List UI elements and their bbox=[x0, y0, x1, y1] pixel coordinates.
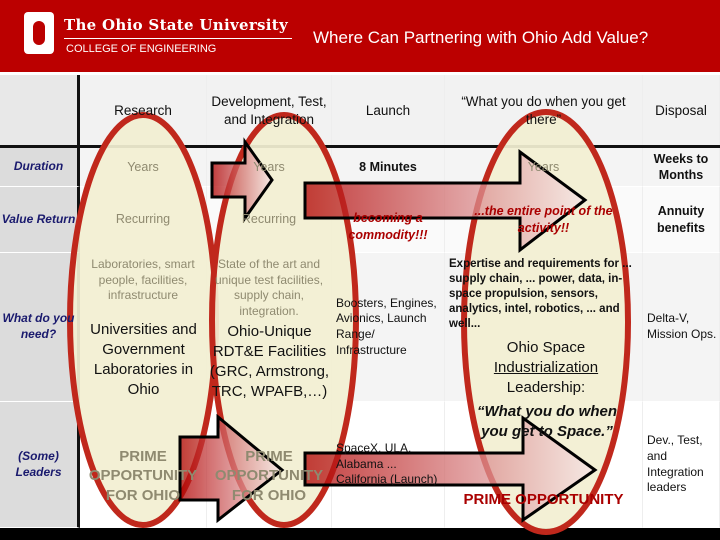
college-name: COLLEGE OF ENGINEERING bbox=[66, 43, 217, 55]
cell-text: PRIME OPPORTUNITY FOR OHIO bbox=[88, 447, 198, 504]
header-rule bbox=[0, 145, 720, 148]
cell-text: Recurring bbox=[115, 212, 171, 227]
cell-text: Recurring bbox=[241, 212, 297, 227]
value-table: Research Development, Test, and Integrat… bbox=[0, 75, 720, 528]
cell-text: Laboratories, smart people, facilities, … bbox=[91, 257, 195, 303]
row-label-duration-cell: Duration bbox=[0, 148, 80, 187]
cell-text: 8 Minutes bbox=[359, 159, 417, 174]
column-header-disposal: Disposal bbox=[655, 103, 707, 119]
cell-text: Years bbox=[253, 159, 285, 174]
row-label-leaders-cell: (Some) Leaders bbox=[0, 402, 80, 528]
callout-right-title: Ohio Space bbox=[506, 339, 586, 356]
cell-text: Annuity benefits bbox=[657, 204, 705, 235]
cell: 8 Minutes bbox=[332, 148, 445, 187]
callout-right-quote: “What you do when you get to Space.” bbox=[477, 403, 617, 440]
cell-text: PRIME OPPORTUNITY FOR OHIO bbox=[214, 447, 324, 504]
cell-text: Years bbox=[527, 159, 560, 174]
cell: SpaceX, ULA, Alabama ... California (Lau… bbox=[332, 402, 445, 528]
row-label-value-return-cell: Value Return bbox=[0, 187, 80, 253]
cell-text: becoming a commodity!!! bbox=[348, 211, 428, 242]
cell: Weeks to Months bbox=[643, 148, 720, 187]
row-label-what-do-you-need: What do you need? bbox=[2, 311, 75, 341]
cell-text: Delta-V, Mission Ops. bbox=[647, 311, 717, 341]
cell-text: State of the art and unique test facilit… bbox=[214, 257, 324, 318]
university-name: The Ohio State University bbox=[64, 16, 289, 34]
cell-text: Dev., Test, and Integration leaders bbox=[647, 433, 704, 495]
arrow-right-icon bbox=[210, 137, 274, 223]
column-header-development: Development, Test, and Integration bbox=[211, 94, 327, 127]
row-label-value-return: Value Return bbox=[1, 211, 76, 226]
header-banner: The Ohio State University COLLEGE OF ENG… bbox=[0, 0, 720, 72]
slide-title: Where Can Partnering with Ohio Add Value… bbox=[313, 28, 649, 47]
cell-text: Expertise and requirements for ... suppl… bbox=[449, 258, 632, 330]
divider bbox=[64, 38, 292, 39]
arrow-right-icon bbox=[178, 413, 285, 524]
cell-text: Boosters, Engines, Avionics, Launch Rang… bbox=[336, 295, 437, 357]
callout-right-sub: Leadership: bbox=[506, 379, 586, 396]
column-header-research: Research bbox=[114, 103, 172, 119]
row-label-leaders: (Some) Leaders bbox=[15, 448, 62, 479]
row-label-what-do-you-need-cell: What do you need? bbox=[0, 253, 80, 402]
cell-text: ...the entire point of the activity!! bbox=[474, 204, 613, 235]
cell-text: Years bbox=[127, 159, 159, 174]
cell-text: SpaceX, ULA, Alabama ... California (Lau… bbox=[336, 441, 438, 487]
arrow-right-icon bbox=[303, 415, 598, 523]
cell-text: Weeks to Months bbox=[653, 151, 709, 182]
column-header-launch-cell: Launch bbox=[332, 75, 445, 148]
cell: Annuity benefits bbox=[643, 187, 720, 253]
cell: Dev., Test, and Integration leaders bbox=[643, 402, 720, 528]
callout-right-underlined: Industrialization bbox=[493, 359, 599, 376]
callout-rdte-facilities: Ohio-Unique RDT&E Facilities (GRC, Armst… bbox=[209, 323, 330, 400]
cell-text: PRIME OPPORTUNITY bbox=[463, 490, 624, 508]
callout-universities: Universities and Government Laboratories… bbox=[90, 321, 197, 398]
row-label-duration: Duration bbox=[13, 159, 64, 174]
column-header-what-you-do: “What you do when you get there” bbox=[461, 94, 626, 127]
column-header-launch: Launch bbox=[365, 103, 411, 119]
ohio-state-logo-icon bbox=[24, 12, 54, 54]
arrow-right-icon bbox=[303, 149, 588, 254]
